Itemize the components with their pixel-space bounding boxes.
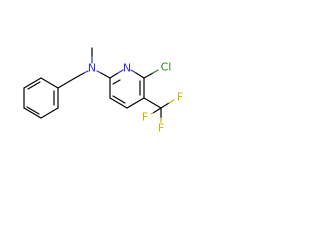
bond [150,112,154,115]
bond [109,97,128,109]
pyridine-ring [109,69,145,109]
bond [23,107,42,119]
bond [74,72,85,79]
bond [40,77,59,89]
bond [100,72,111,79]
bond [130,69,137,74]
bond [152,69,159,74]
bond [23,77,42,89]
bond [160,102,170,109]
bond [109,72,119,79]
molecule-structure: N N Cl F F F [23,47,183,135]
fluorine-label: F [158,122,164,135]
bond [143,72,154,79]
fluorine-label: F [142,111,148,124]
nitrogen-ring-label: N [123,62,131,75]
bond [112,79,121,85]
fluorine-label: F [177,91,183,104]
bond [168,99,175,104]
bond [126,97,145,109]
bond [96,70,102,74]
nitrogen-amine-label: N [88,62,96,75]
bond [27,81,41,90]
bond [135,72,145,79]
bond [40,107,59,119]
bond [117,69,124,74]
chlorine-label: Cl [161,61,172,74]
bond [57,77,76,89]
bond [152,107,162,114]
benzene-ring [23,77,59,119]
bond [83,70,89,74]
bond [112,95,126,104]
bond [143,97,162,109]
bond [26,106,40,115]
